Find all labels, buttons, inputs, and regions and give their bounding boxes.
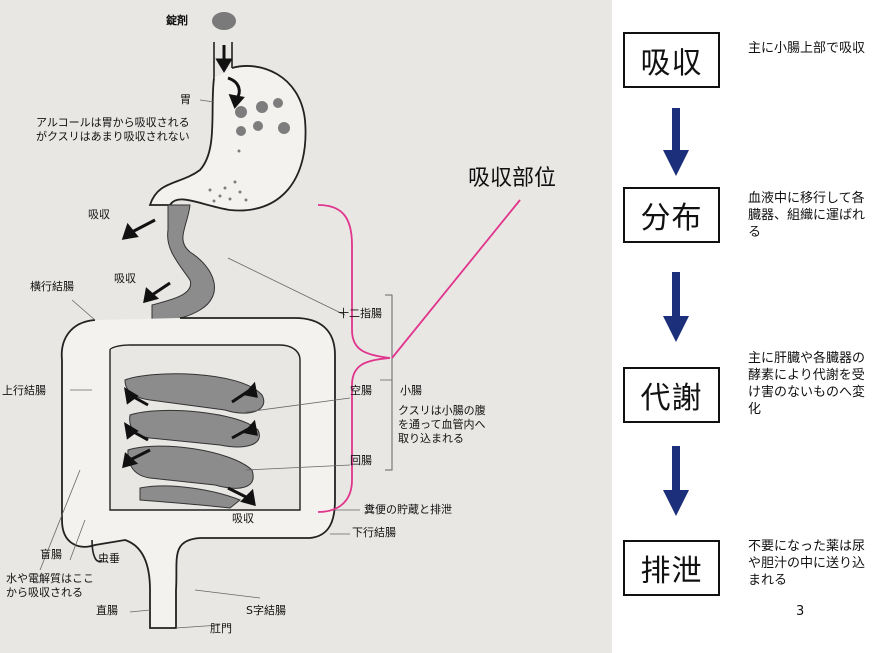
step-absorption-box: 吸収 — [623, 32, 720, 88]
label-descending-colon: 下行結腸 — [352, 526, 396, 539]
leader-lines — [39, 99, 392, 629]
stomach-outline — [148, 65, 307, 212]
label-jejunum: 空腸 — [350, 384, 372, 397]
label-appendix: 虫垂 — [98, 552, 120, 565]
label-ileum: 回腸 — [350, 454, 372, 467]
label-small-intestine: 小腸 — [400, 384, 422, 397]
esophagus — [213, 42, 233, 78]
step-distribution-box: 分布 — [623, 187, 720, 243]
small-intestine-bracket — [385, 294, 393, 471]
label-duodenum: 十二指腸 — [338, 307, 382, 320]
label-rectum: 直腸 — [96, 604, 118, 617]
arrow-down-icon — [663, 272, 689, 342]
label-feces-storage: 糞便の貯蔵と排泄 — [364, 503, 452, 516]
label-sigmoid-colon: S字結腸 — [246, 604, 286, 617]
label-tablet: 錠剤 — [166, 14, 188, 27]
label-anus: 肛門 — [210, 622, 232, 635]
stomach-particles — [208, 98, 290, 203]
label-transverse-colon: 横行結腸 — [30, 280, 74, 293]
step-metabolism-desc: 主に肝臓や各臓器の酵素により代謝を受け害のないものへ変化 — [748, 351, 866, 417]
absorption-site-bracket — [317, 199, 521, 513]
label-ascending-colon: 上行結腸 — [2, 384, 46, 397]
digestive-tract-illustration — [39, 12, 521, 629]
small-intestine-coils — [124, 373, 265, 509]
entry-arrows — [215, 45, 245, 109]
label-stomach: 胃 — [180, 93, 191, 106]
duodenum-tube — [151, 204, 215, 326]
label-water-note: 水や電解質はここ から吸収される — [6, 572, 94, 599]
label-alcohol-note: アルコールは胃から吸収される がクスリはあまり吸収されない — [36, 116, 190, 143]
arrow-down-icon — [663, 108, 689, 176]
label-absorb-1: 吸収 — [88, 208, 110, 221]
label-absorb-2: 吸収 — [114, 272, 136, 285]
step-absorption-desc: 主に小腸上部で吸収 — [748, 41, 866, 56]
step-metabolism-box: 代謝 — [623, 367, 720, 423]
step-excretion-box: 排泄 — [623, 540, 720, 596]
step-distribution-desc: 血液中に移行して各臓器、組織に運ばれる — [748, 191, 866, 240]
tablet-shape — [212, 12, 236, 30]
step-excretion-desc: 不要になった薬は尿や胆汁の中に送り込まれる — [748, 539, 866, 588]
absorption-site-label: 吸収部位 — [468, 166, 557, 191]
page-number: 3 — [796, 604, 805, 619]
arrow-down-icon — [663, 446, 689, 516]
label-cecum: 盲腸 — [40, 548, 62, 561]
absorption-arrows — [121, 218, 258, 507]
label-small-intestine-note: クスリは小腸の腹 を通って血管内へ 取り込まれる — [398, 404, 486, 445]
label-absorb-3: 吸収 — [232, 512, 254, 525]
appendix-shape — [91, 539, 103, 562]
